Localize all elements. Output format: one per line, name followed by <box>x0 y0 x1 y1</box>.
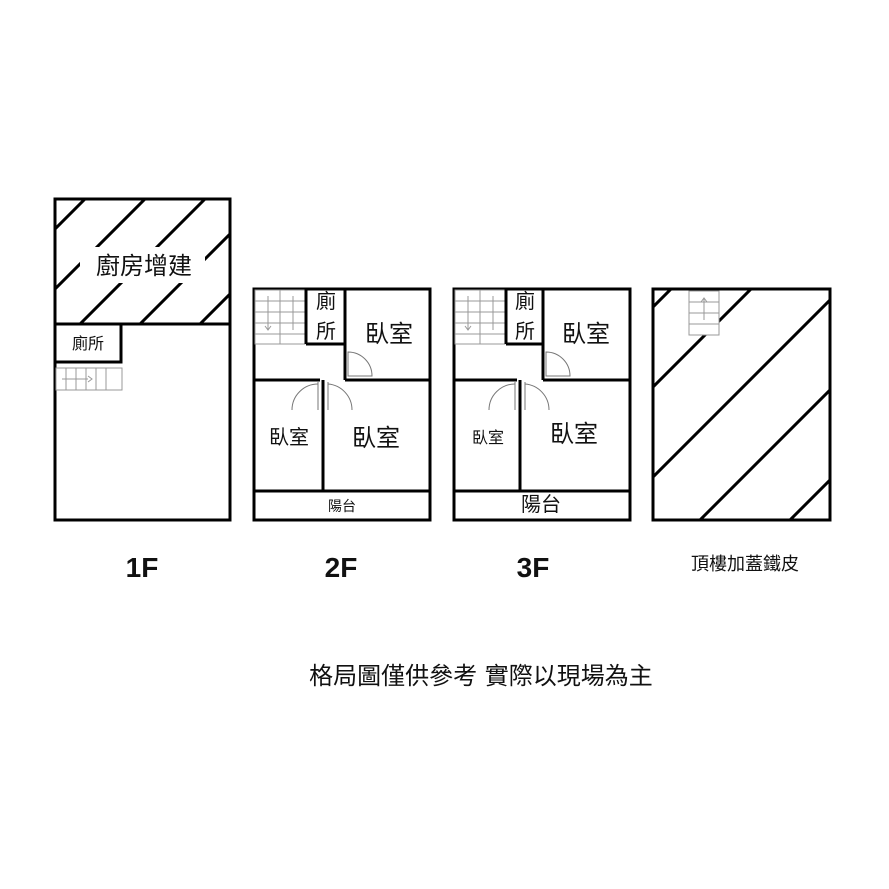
roof-label: 頂樓加蓋鐵皮 <box>691 554 799 575</box>
toilet-1f-wall <box>55 324 123 364</box>
disclaimer-caption: 格局圖僅供參考 實際以現場為主 <box>309 662 653 690</box>
stairs-roof <box>688 290 720 336</box>
floor-2f-label: 2F <box>325 552 358 583</box>
toilet-2f-label-bottom: 所 <box>316 319 336 343</box>
floor-2f-outline <box>252 287 432 522</box>
stairs-2f <box>254 289 306 345</box>
floor-1f-outline <box>53 197 232 522</box>
bedroom-3f-top-label: 臥室 <box>562 320 610 348</box>
doors-3f <box>488 351 571 411</box>
bedroom-2f-top-label: 臥室 <box>365 320 413 348</box>
toilet-3f-label-bottom: 所 <box>515 319 535 343</box>
floor-roof-outline <box>651 287 832 522</box>
stairs-1f <box>55 367 123 391</box>
kitchen-label-bg <box>80 247 205 283</box>
balcony-3f-label: 陽台 <box>521 492 561 516</box>
kitchen-label: 廚房增建 <box>96 252 192 280</box>
doors-2f <box>291 351 373 411</box>
floor-3f: 廁 所 臥室 臥室 臥室 陽台 3F <box>452 287 632 583</box>
bedroom-2f-left-label: 臥室 <box>269 425 309 449</box>
bedroom-2f-right-label: 臥室 <box>352 424 400 452</box>
floor-1f: 廚房增建 廁所 1F <box>53 197 232 583</box>
bedroom-3f-right-label: 臥室 <box>550 420 598 448</box>
floor-2f: 廁 所 臥室 臥室 臥室 陽台 2F <box>252 287 432 583</box>
floor-3f-label: 3F <box>517 552 550 583</box>
balcony-2f-label: 陽台 <box>328 499 356 515</box>
toilet-2f-label-top: 廁 <box>316 289 336 313</box>
toilet-1f-label: 廁所 <box>72 334 104 353</box>
roof-hatch <box>653 289 830 520</box>
floor-roof: 頂樓加蓋鐵皮 <box>651 287 832 575</box>
stairs-3f <box>454 289 506 345</box>
floor-1f-label: 1F <box>126 552 159 583</box>
toilet-3f-label-top: 廁 <box>515 289 535 313</box>
bedroom-3f-left-label: 臥室 <box>472 428 504 447</box>
